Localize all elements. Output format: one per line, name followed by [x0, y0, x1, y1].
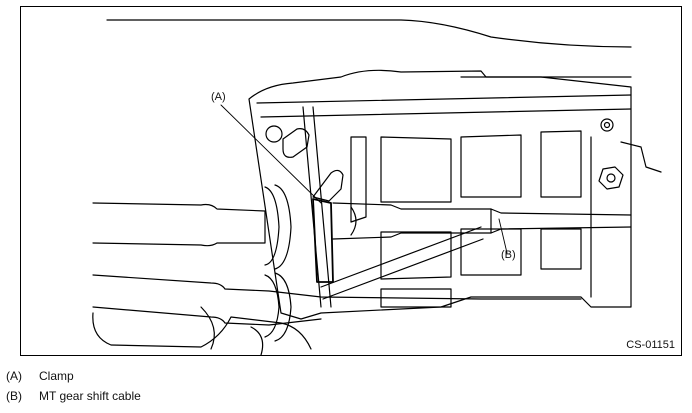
shift-cable-rod-top: [332, 202, 632, 216]
bolt-upper-center: [603, 121, 611, 129]
lower-boot: [92, 312, 312, 350]
lower-boot-fold: [200, 306, 215, 350]
select-cable-bottom: [92, 306, 322, 326]
bracket-window-2: [460, 134, 522, 198]
select-grommet-1: [264, 274, 280, 338]
nut-right: [598, 166, 624, 190]
diagram-frame: (A) (B) CS-01151: [20, 6, 682, 356]
bracket-rib-1: [350, 136, 367, 223]
stud-left: [265, 125, 283, 143]
bracket-window-6: [540, 228, 582, 270]
legend-item-b: (B) MT gear shift cable: [6, 389, 141, 403]
leader-line-b: [498, 218, 508, 254]
shift-cable-boot: [92, 202, 266, 247]
brace-rod-left: [302, 106, 322, 308]
bracket-inner-edge: [260, 108, 632, 118]
shifter-illustration: [92, 19, 662, 355]
legend-text-a: Clamp: [39, 369, 74, 383]
legend-key-b: (B): [6, 389, 22, 403]
callout-a-label: (A): [211, 91, 226, 103]
bracket-upper-edge: [256, 94, 632, 104]
brace-diagonal-2: [322, 238, 484, 300]
cable-end-ring: [350, 206, 357, 236]
brace-diagonal: [320, 226, 482, 288]
bracket-housing: [248, 69, 632, 320]
shift-cable-rod-bottom: [332, 226, 632, 240]
legend-item-a: (A) Clamp: [6, 369, 74, 383]
figure-reference-code: CS-01151: [626, 339, 675, 351]
bracket-window-3: [540, 130, 582, 198]
clamp-hook: [312, 169, 344, 202]
bracket-window-1: [380, 136, 452, 203]
select-cable-top: [92, 274, 582, 300]
bolt-upper: [600, 118, 614, 132]
legend-text-b: MT gear shift cable: [39, 389, 141, 403]
right-edge-detail: [620, 141, 662, 173]
brace-rod-left-2: [312, 106, 332, 308]
callout-b-label: (B): [501, 249, 516, 261]
nut-right-center: [606, 173, 616, 183]
body-contour-top: [106, 19, 632, 48]
clamp-plate: [312, 198, 334, 283]
leader-line-a: [220, 104, 322, 204]
lower-boot-fold-2: [250, 326, 264, 355]
cable-grommet-2: [274, 184, 292, 270]
cable-grommet-1: [264, 186, 280, 266]
select-grommet-2: [274, 272, 292, 342]
legend-key-a: (A): [6, 369, 22, 383]
select-cable-joint: [380, 288, 452, 308]
bracket-window-4: [380, 231, 452, 280]
